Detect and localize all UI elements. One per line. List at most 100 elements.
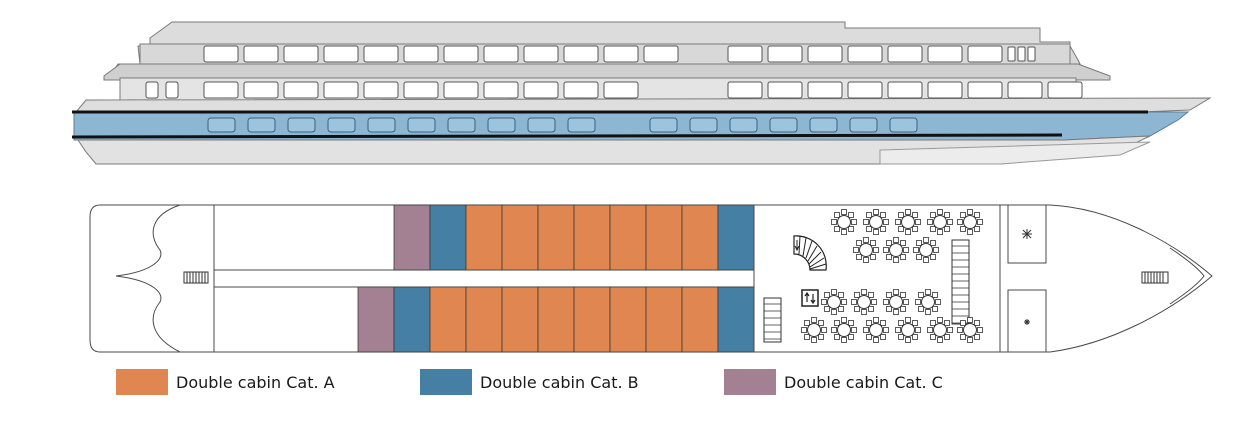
deck-window bbox=[603, 81, 639, 99]
dining-table-icon bbox=[895, 317, 921, 343]
deck-window bbox=[967, 45, 1003, 63]
porthole bbox=[287, 117, 316, 133]
legend-label-cat-a: Double cabin Cat. A bbox=[176, 372, 335, 392]
deck-window bbox=[323, 45, 359, 63]
sun-deck bbox=[149, 21, 1071, 47]
legend-swatch-cat-b bbox=[420, 369, 472, 395]
cabin-cat-a bbox=[501, 286, 539, 353]
porthole bbox=[447, 117, 476, 133]
cabin-cat-a bbox=[681, 286, 719, 353]
porthole bbox=[247, 117, 276, 133]
deck-window bbox=[1007, 81, 1043, 99]
gangway-bow-icon bbox=[1141, 271, 1169, 284]
deck-window bbox=[887, 45, 923, 63]
deck-window bbox=[927, 45, 963, 63]
deck-window bbox=[1017, 46, 1026, 62]
deck-window bbox=[523, 45, 559, 63]
dining-table-icon bbox=[863, 209, 889, 235]
stern-curve bbox=[115, 204, 214, 353]
deck-window bbox=[563, 45, 599, 63]
porthole bbox=[327, 117, 356, 133]
cabin-cat-a bbox=[537, 204, 575, 271]
cabin-cat-a bbox=[537, 286, 575, 353]
deck-plan bbox=[89, 204, 1213, 353]
deck-window bbox=[145, 81, 159, 99]
bow-detail bbox=[879, 141, 1151, 165]
buffet-counter-segments bbox=[764, 245, 969, 340]
porthole bbox=[407, 117, 436, 133]
cabin-cat-a bbox=[645, 204, 683, 271]
legend-item-cat-c: Double cabin Cat. C bbox=[724, 369, 943, 395]
elevator-icon bbox=[801, 289, 819, 307]
deck-window bbox=[283, 81, 319, 99]
porthole bbox=[689, 117, 718, 133]
deck-window bbox=[403, 81, 439, 99]
deck-window bbox=[967, 81, 1003, 99]
deck-window bbox=[927, 81, 963, 99]
dining-table-icon bbox=[831, 209, 857, 235]
deck-window bbox=[1007, 46, 1016, 62]
central-corridor bbox=[213, 269, 755, 288]
ship-side-view bbox=[71, 21, 1212, 165]
legend-label-cat-b: Double cabin Cat. B bbox=[480, 372, 639, 392]
deck-window bbox=[443, 81, 479, 99]
main-deck bbox=[74, 97, 1212, 113]
dining-table-icon bbox=[801, 317, 827, 343]
deck-window bbox=[727, 45, 763, 63]
legend-swatch-cat-c bbox=[724, 369, 776, 395]
staircase-icon bbox=[793, 235, 827, 271]
deck-window bbox=[847, 45, 883, 63]
cabin-cat-a bbox=[501, 204, 539, 271]
deck-window bbox=[727, 81, 763, 99]
bow-tip bbox=[1169, 247, 1205, 305]
legend-swatch-cat-a bbox=[116, 369, 168, 395]
dining-table-icon bbox=[915, 289, 941, 315]
deck-window bbox=[203, 81, 239, 99]
dining-table-icon bbox=[883, 237, 909, 263]
deck-window bbox=[483, 81, 519, 99]
dining-tables bbox=[801, 209, 983, 343]
hull-portholes bbox=[207, 117, 918, 133]
deck-window bbox=[523, 81, 559, 99]
cabin-cat-a bbox=[645, 286, 683, 353]
cabin-cat-c bbox=[393, 204, 431, 271]
deck-window bbox=[203, 45, 239, 63]
deck-window bbox=[643, 45, 679, 63]
deck-window bbox=[363, 45, 399, 63]
ventilation-icon bbox=[1022, 229, 1032, 325]
cabin-row-starboard bbox=[393, 204, 755, 271]
cabin-cat-a bbox=[429, 286, 467, 353]
cabin-cat-b bbox=[429, 204, 467, 271]
legend-item-cat-a: Double cabin Cat. A bbox=[116, 369, 335, 395]
deck-window bbox=[1027, 46, 1036, 62]
porthole bbox=[729, 117, 758, 133]
porthole bbox=[487, 117, 516, 133]
deck-window bbox=[1047, 81, 1083, 99]
deck-window bbox=[243, 81, 279, 99]
dining-table-icon bbox=[927, 317, 953, 343]
middle-deck-windows bbox=[145, 81, 1083, 99]
cabin-cat-a bbox=[573, 204, 611, 271]
cabin-cat-c bbox=[357, 286, 395, 353]
porthole bbox=[809, 117, 838, 133]
deck-window bbox=[767, 45, 803, 63]
deck-window bbox=[403, 45, 439, 63]
dining-table-icon bbox=[895, 209, 921, 235]
dining-table-icon bbox=[863, 317, 889, 343]
cabin-row-port bbox=[357, 286, 755, 353]
deck-window bbox=[323, 81, 359, 99]
dining-table-icon bbox=[883, 289, 909, 315]
deck-window bbox=[847, 81, 883, 99]
porthole bbox=[207, 117, 236, 133]
deck-window bbox=[887, 81, 923, 99]
dining-table-icon bbox=[851, 289, 877, 315]
dining-table-icon bbox=[831, 317, 857, 343]
upper-deck-windows bbox=[203, 45, 1036, 63]
cabin-cat-b bbox=[717, 204, 755, 271]
gangway-stern-icon bbox=[183, 271, 209, 284]
dining-table-icon bbox=[913, 237, 939, 263]
cabin-cat-a bbox=[609, 286, 647, 353]
porthole bbox=[649, 117, 678, 133]
porthole bbox=[367, 117, 396, 133]
